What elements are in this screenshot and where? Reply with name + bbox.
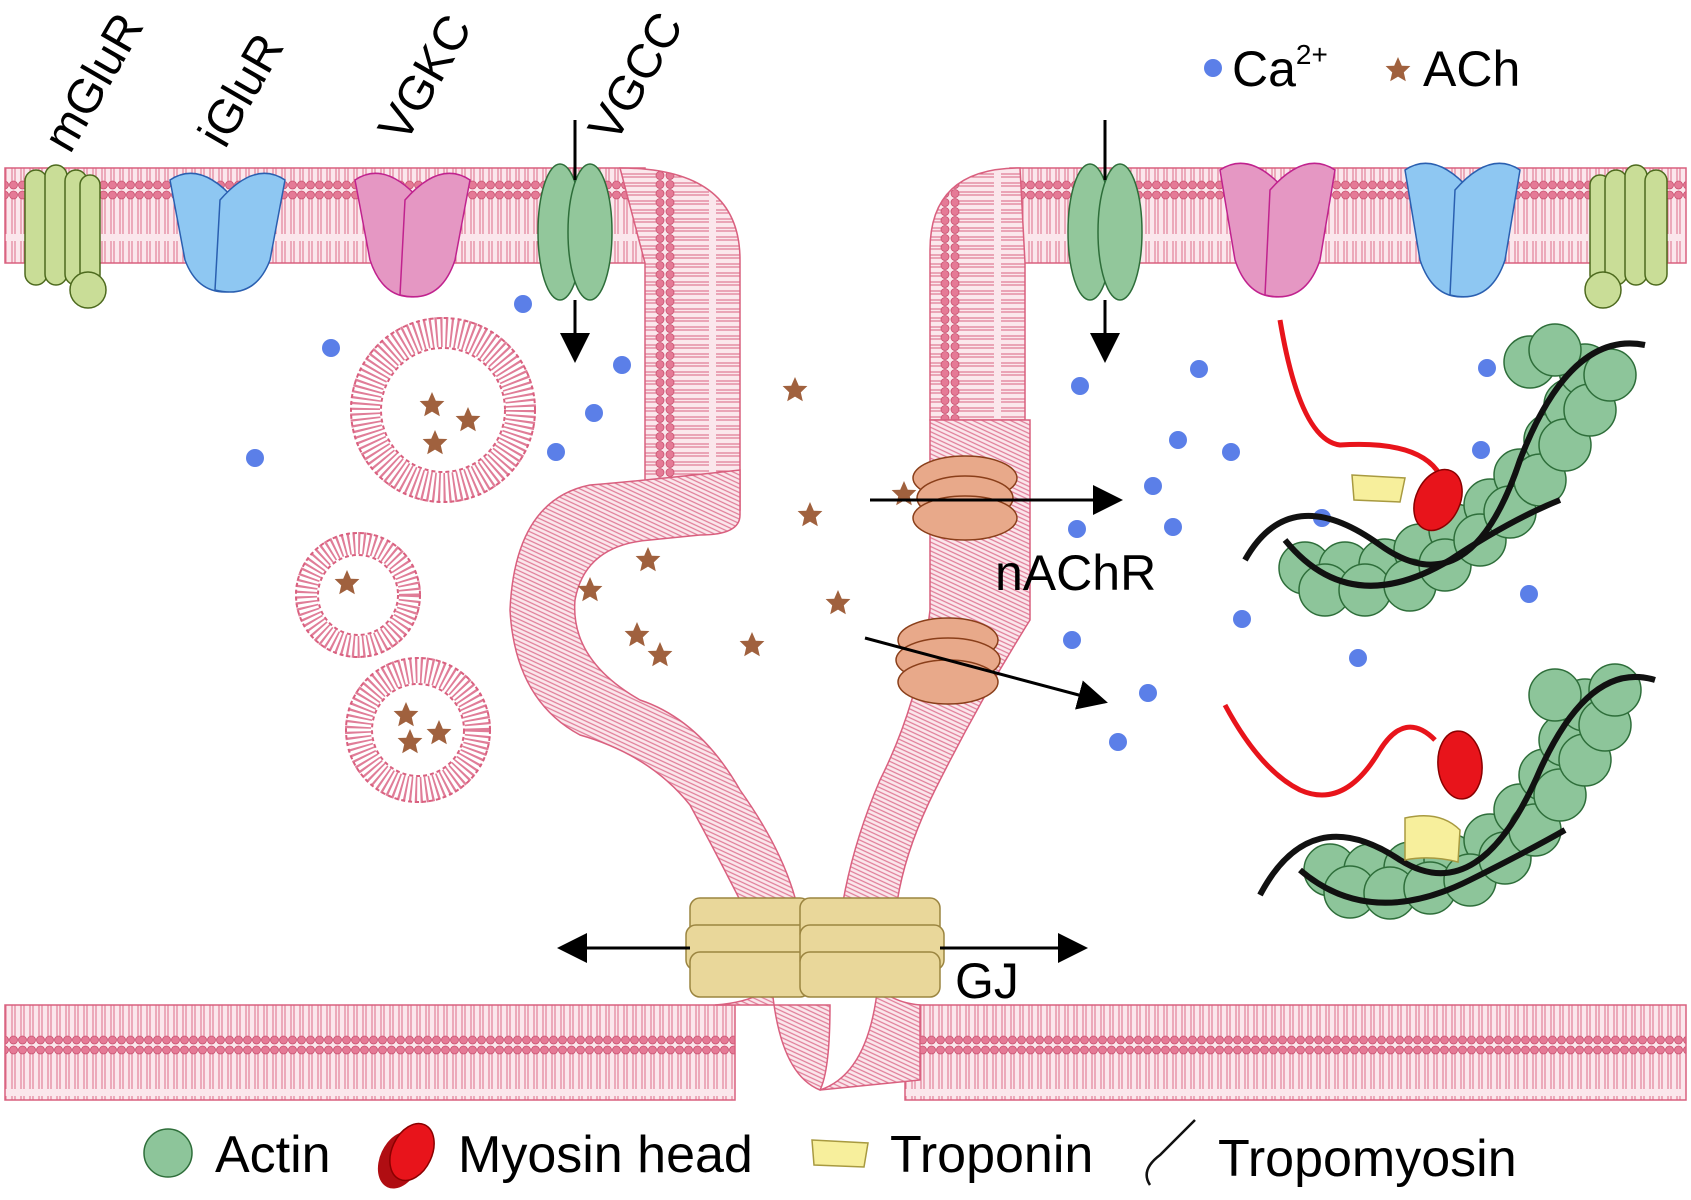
calcium-influx-arrows — [560, 120, 1120, 363]
ach-molecule — [739, 632, 765, 657]
calcium-ion — [1520, 585, 1538, 603]
myosin-tail-lower — [1222, 703, 1437, 798]
vgcc-channel-right — [1067, 163, 1143, 301]
calcium-ion — [585, 404, 603, 422]
calcium-ion — [613, 356, 631, 374]
calcium-ion — [547, 443, 565, 461]
iglur-receptor-right — [1404, 162, 1521, 298]
label-vgcc: VGCC — [579, 4, 694, 151]
calcium-ion — [1233, 610, 1251, 628]
calcium-ion — [322, 339, 340, 357]
vgkc-receptor — [354, 172, 471, 298]
postsynaptic-membrane — [4, 939, 1687, 1101]
gap-junction — [685, 897, 945, 998]
synaptic-vesicles — [295, 317, 536, 803]
calcium-legend-icon — [1204, 59, 1222, 77]
calcium-ion — [1472, 441, 1490, 459]
myosin-tail-upper — [1277, 319, 1443, 477]
mglur-receptor-right — [1584, 164, 1668, 309]
calcium-ion — [1144, 477, 1162, 495]
label-iglur: iGluR — [189, 25, 295, 155]
calcium-ion — [246, 449, 264, 467]
actin-filament-upper — [1278, 323, 1637, 617]
calcium-ion — [1169, 431, 1187, 449]
legend-troponin: Troponin — [890, 1126, 1093, 1184]
vesicle — [295, 532, 421, 658]
troponin-lower — [1404, 815, 1461, 863]
ach-molecule — [782, 377, 808, 402]
troponin-legend-icon — [811, 1139, 869, 1168]
calcium-ion — [1478, 359, 1496, 377]
iglur-receptor — [169, 172, 286, 293]
legend-actin: Actin — [215, 1126, 331, 1184]
calcium-ion — [1068, 520, 1086, 538]
label-mglur: mGluR — [34, 5, 155, 161]
tropomyosin-upper-b — [1282, 497, 1562, 589]
tropomyosin-lower — [1257, 673, 1656, 897]
vgcc-channel-left — [537, 163, 613, 301]
tropomyosin-lower-b — [1298, 827, 1567, 906]
myosin-head-lower — [1437, 730, 1483, 800]
vesicle — [350, 317, 536, 503]
ach-molecule — [891, 481, 917, 506]
myosin-head-upper — [1413, 468, 1463, 532]
calcium-ion — [514, 295, 532, 313]
calcium-ion — [1109, 733, 1127, 751]
ach-molecule — [797, 502, 823, 527]
legend-myosin-head: Myosin head — [458, 1126, 753, 1184]
calcium-ion — [1164, 518, 1182, 536]
vesicle — [345, 657, 491, 803]
label-gj: GJ — [955, 953, 1019, 1009]
legend-tropomyosin: Tropomyosin — [1218, 1130, 1517, 1188]
myosin-head-legend-icon — [377, 1122, 435, 1189]
nachr-channel — [895, 455, 1018, 705]
nachr-arrows — [864, 485, 1123, 710]
mglur-receptor — [24, 164, 107, 309]
legend-calcium-label: Ca2+ — [1232, 39, 1328, 97]
bottom-legend: Actin Myosin head Troponin Tropomyosin — [143, 1119, 1517, 1189]
calcium-ion — [1063, 631, 1081, 649]
calcium-ion — [1222, 443, 1240, 461]
tropomyosin-legend-icon — [1145, 1119, 1196, 1186]
ach-molecule — [624, 622, 650, 647]
ach-legend-icon — [1385, 57, 1411, 82]
vgkc-receptor-right — [1219, 162, 1336, 298]
calcium-ion — [1139, 684, 1157, 702]
ach-molecule — [635, 547, 661, 572]
ach-molecule — [647, 642, 673, 667]
calcium-ion — [1190, 360, 1208, 378]
ach-molecule — [825, 590, 851, 615]
calcium-ion — [1349, 649, 1367, 667]
actin-legend-icon — [143, 1128, 193, 1178]
legend-ach-label: ACh — [1423, 41, 1520, 97]
calcium-ions — [246, 295, 1538, 751]
troponin-upper — [1351, 474, 1406, 503]
calcium-ion — [1071, 377, 1089, 395]
top-legend: Ca2+ ACh — [1204, 39, 1520, 97]
label-vgkc: VGKC — [369, 6, 483, 150]
label-nachr: nAChR — [995, 545, 1156, 601]
